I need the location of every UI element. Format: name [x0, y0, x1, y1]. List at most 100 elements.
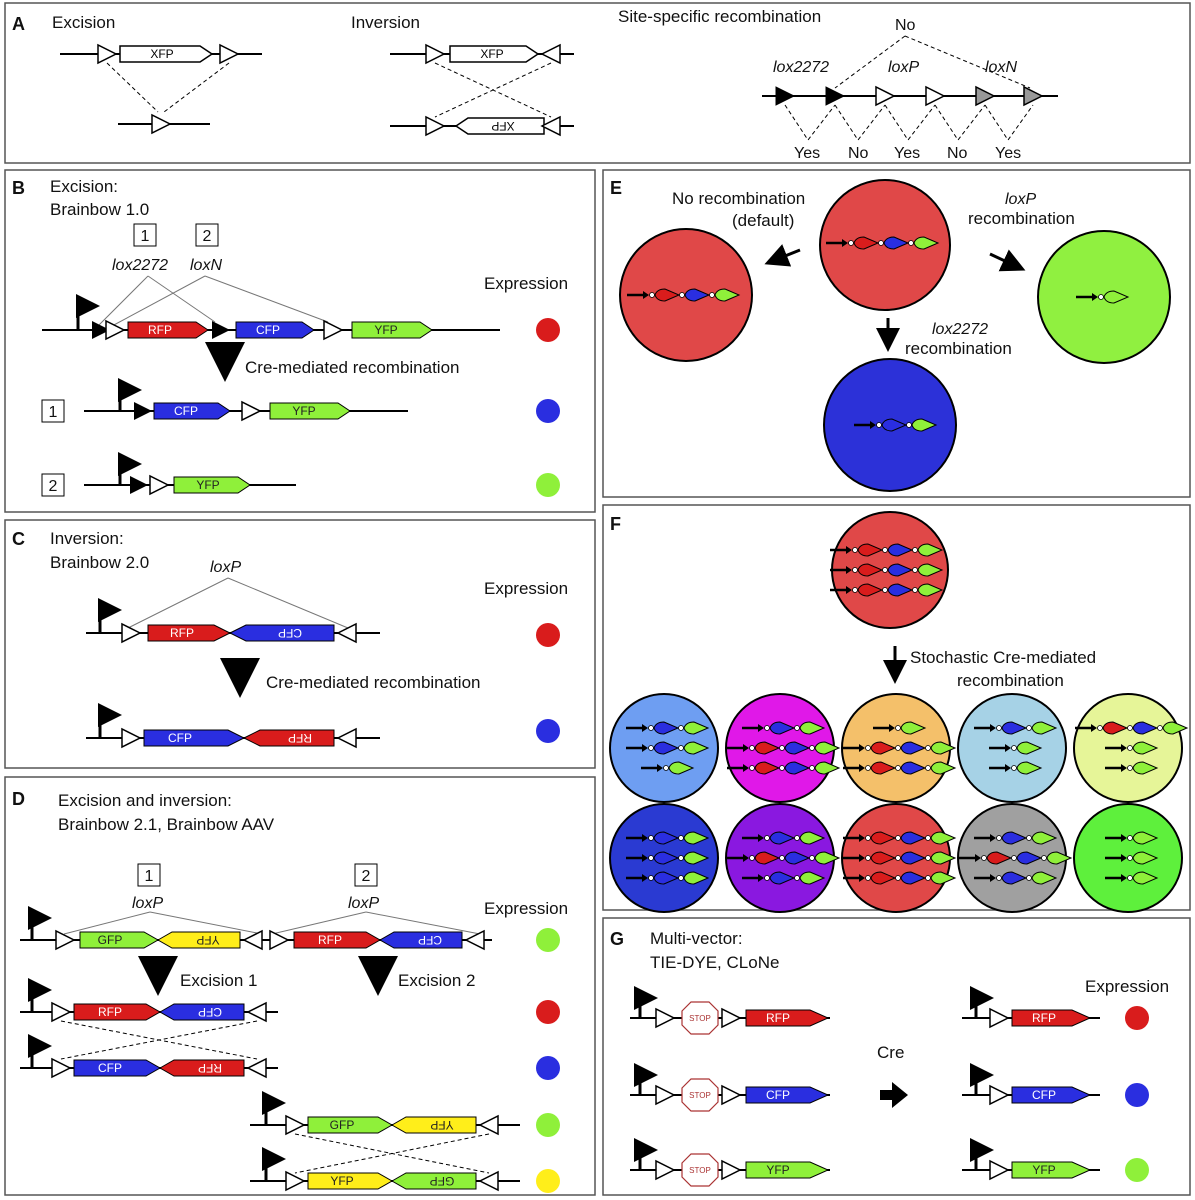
expression-dot-blue-c: [536, 719, 560, 743]
panel-b-title-1: Excision:: [50, 177, 118, 196]
cassette-clone-10-3: [1105, 871, 1159, 885]
cassette-clone-1-3: [641, 761, 695, 775]
expression-dot-red-d: [536, 1000, 560, 1024]
cassette-parent-2: [830, 563, 944, 577]
panel-e: E No recombination (default) loxP recomb…: [602, 169, 1191, 498]
expression-dot-green-d2: [536, 1113, 560, 1137]
expression-dot-blue-d: [536, 1056, 560, 1080]
panel-g-title-2: TIE-DYE, CLoNe: [650, 953, 779, 972]
expression-b-label: Expression: [484, 274, 568, 293]
panel-g-title-1: Multi-vector:: [650, 929, 743, 948]
rfp-d1-inv-label: RFP: [198, 1061, 222, 1075]
svg-text:RFP: RFP: [766, 1011, 790, 1025]
gfp-d2-label: GFP: [330, 1118, 355, 1132]
box-1-d-label: 1: [145, 868, 154, 885]
norec-label-2: (default): [732, 211, 794, 230]
yfp-b2-label: YFP: [196, 478, 219, 492]
panel-c: C Inversion: Brainbow 2.0 loxP Expressio…: [4, 519, 596, 769]
panel-c-letter: C: [12, 529, 25, 549]
cre-c-label: Cre-mediated recombination: [266, 673, 481, 692]
svg-text:CFP: CFP: [766, 1088, 790, 1102]
yfp-d2-label: YFP: [330, 1174, 353, 1188]
row-2-label: 2: [49, 478, 58, 495]
panel-d: D Excision and inversion: Brainbow 2.1, …: [4, 776, 596, 1196]
loxp-e-label: loxP: [1005, 191, 1036, 208]
yfp-b1-label: YFP: [292, 404, 315, 418]
cassette-clone-1-1: [626, 721, 710, 735]
expression-dot-yellow-d: [536, 1169, 560, 1193]
g-row-cfp: STOP CFP CFP: [630, 1063, 1149, 1112]
svg-text:CFP: CFP: [1032, 1088, 1056, 1102]
yes-label-1: Yes: [794, 145, 820, 162]
cassette-clone-9-2: [959, 851, 1073, 865]
cfp-d-inv-label: CFP: [418, 933, 442, 947]
svg-text:YFP: YFP: [1032, 1163, 1055, 1177]
box-2-label: 2: [203, 228, 212, 245]
rfp-d-label: RFP: [318, 933, 342, 947]
yfp-d-inv-label: YFP: [196, 933, 219, 947]
stop-icon: [681, 1001, 719, 1035]
cassette-clone-8-3: [843, 871, 957, 885]
cassette-clone-9-1: [974, 831, 1058, 845]
cassette-default: [826, 236, 940, 250]
cfp-d1-label: CFP: [98, 1061, 122, 1075]
loxp-d1-label: loxP: [132, 895, 163, 912]
cassette-clone-9-3: [974, 871, 1058, 885]
panel-e-letter: E: [610, 178, 622, 198]
panel-b-letter: B: [12, 178, 25, 198]
excision-1-label: Excision 1: [180, 971, 257, 990]
ssr-diagram: No lox2272 loxP loxN Yes No Yes No Yes: [762, 17, 1058, 162]
no-top-label: No: [895, 17, 916, 34]
excision-2-label: Excision 2: [398, 971, 475, 990]
cassette-clone-5-2: [1105, 741, 1159, 755]
expression-dot-green-d: [536, 928, 560, 952]
loxp-label: loxP: [888, 59, 919, 76]
norec-label-1: No recombination: [672, 189, 805, 208]
cassette-blue: [854, 418, 938, 432]
gfp-d-label: GFP: [98, 933, 123, 947]
cassette-clone-5-1: [1075, 721, 1189, 735]
no-label-2: No: [947, 145, 968, 162]
cassette-clone-2-2: [727, 741, 841, 755]
cassette-clone-10-1: [1105, 831, 1159, 845]
panel-b-title-2: Brainbow 1.0: [50, 200, 149, 219]
cfp-c-inv-label: CFP: [278, 626, 302, 640]
xfp-label: XFP: [150, 47, 173, 61]
panel-d-title-2: Brainbow 2.1, Brainbow AAV: [58, 815, 275, 834]
inversion-diagram: XFP XFP: [390, 43, 574, 137]
cassette-clone-6-3: [626, 871, 710, 885]
panel-g-letter: G: [610, 929, 624, 949]
cre-g-label: Cre: [877, 1043, 904, 1062]
panel-f-letter: F: [610, 514, 621, 534]
cassette-parent-3: [830, 583, 944, 597]
lox2272-b-label: lox2272: [112, 257, 168, 274]
cfp-b-label: CFP: [256, 323, 280, 337]
cassette-clone-7-1: [742, 831, 826, 845]
cassette-clone-8-2: [843, 851, 957, 865]
svg-text:STOP: STOP: [689, 1166, 711, 1175]
cassette-clone-1-2: [626, 741, 710, 755]
excision-label: Excision: [52, 13, 115, 32]
stoch-label-1: Stochastic Cre-mediated: [910, 648, 1096, 667]
cassette-clone-3-2: [843, 741, 957, 755]
cassette-clone-4-1: [974, 721, 1058, 735]
cfp-b1-label: CFP: [174, 404, 198, 418]
yes-label-2: Yes: [894, 145, 920, 162]
panel-d-title-1: Excision and inversion:: [58, 791, 232, 810]
expression-dot-green: [536, 473, 560, 497]
cassette-clone-6-2: [626, 851, 710, 865]
rfp-c-inv-label: RFP: [288, 731, 312, 745]
cassette-clone-3-1: [873, 721, 927, 735]
excision-diagram: XFP: [60, 43, 262, 135]
svg-text:STOP: STOP: [689, 1091, 711, 1100]
cassette-clone-2-3: [727, 761, 841, 775]
svg-text:YFP: YFP: [766, 1163, 789, 1177]
expression-dot-rfp: [1125, 1006, 1149, 1030]
gfp-d2-inv-label: GFP: [430, 1174, 455, 1188]
loxp-rec-label: recombination: [968, 209, 1075, 228]
lox2272-e-label: lox2272: [932, 321, 988, 338]
cassette-clone-2-1: [742, 721, 826, 735]
expression-dot-cfp: [1125, 1083, 1149, 1107]
